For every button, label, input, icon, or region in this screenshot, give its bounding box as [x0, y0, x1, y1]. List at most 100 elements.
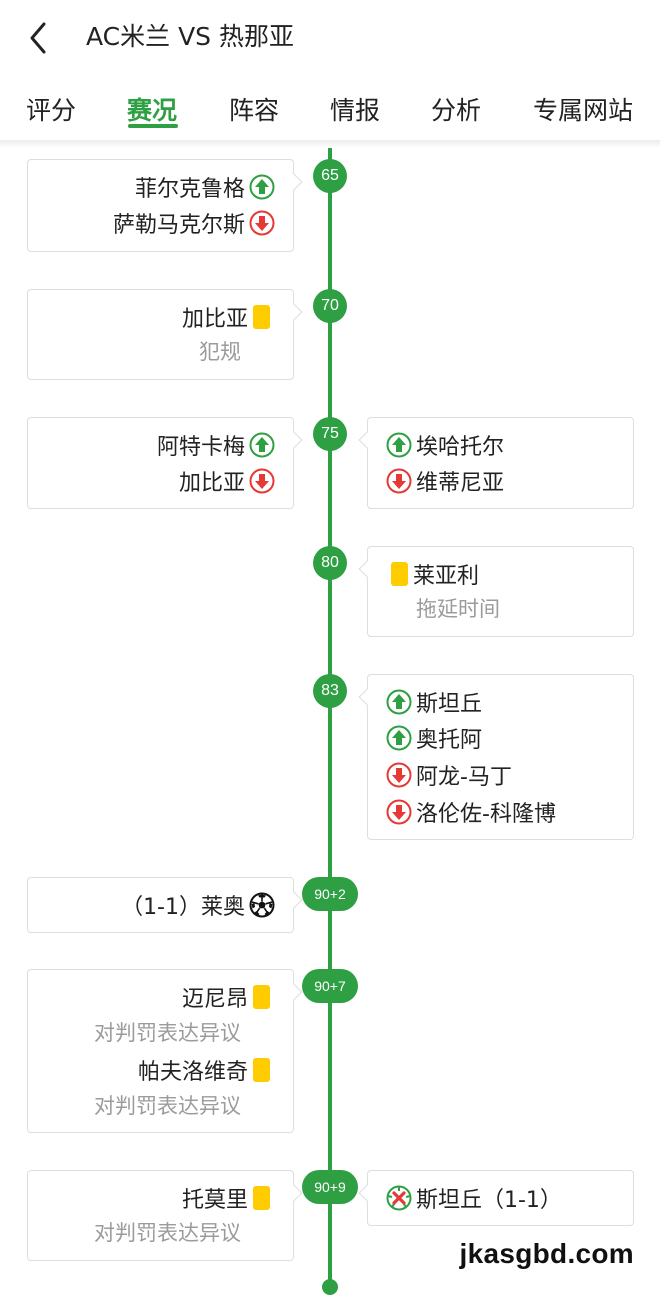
- player-name: 奥托阿: [416, 728, 483, 753]
- penalty-text: 斯坦丘（1-1）: [416, 1188, 562, 1213]
- timeline-line: [328, 148, 332, 1286]
- event-reason: 对判罚表达异议: [94, 1221, 241, 1245]
- event-row: （1-1）莱奥: [121, 888, 275, 922]
- sub-in-icon: [386, 725, 412, 751]
- goal-text: （1-1）莱奥: [121, 895, 245, 920]
- back-button[interactable]: [22, 18, 56, 58]
- event-row: 奥托阿: [386, 721, 482, 755]
- yellow-card-icon: [253, 985, 270, 1009]
- yellow-card-icon: [253, 1186, 270, 1210]
- missed-penalty-icon: [386, 1185, 412, 1211]
- event-reason: 犯规: [199, 340, 241, 364]
- event-reason: 对判罚表达异议: [94, 1094, 241, 1118]
- event-row: 阿特卡梅: [157, 428, 275, 462]
- card-pointer: [358, 688, 376, 706]
- sub-in-icon: [249, 174, 275, 200]
- watermark-text: jkasgbd.com: [459, 1238, 634, 1269]
- player-name: 帕夫洛维奇: [137, 1060, 248, 1085]
- event-row: 阿龙-马丁: [386, 758, 512, 792]
- minute-marker: 75: [313, 417, 347, 451]
- event-card-away: 莱亚利 拖延时间: [358, 546, 634, 637]
- card-pointer: [285, 983, 303, 1001]
- player-name: 加比亚: [178, 471, 245, 496]
- player-name: 埃哈托尔: [416, 435, 505, 460]
- tab-intel[interactable]: 情报: [330, 96, 381, 125]
- player-name: 托莫里: [181, 1188, 248, 1213]
- event-row: 菲尔克鲁格: [135, 170, 275, 204]
- tab-rating[interactable]: 评分: [26, 96, 77, 125]
- yellow-card-icon: [391, 562, 408, 586]
- top-bar: AC米兰 VS 热那亚: [0, 0, 660, 76]
- player-name: 萨勒马克尔斯: [112, 213, 245, 238]
- player-name: 阿龙-马丁: [416, 765, 512, 790]
- event-row: 埃哈托尔: [386, 428, 504, 462]
- card-pointer: [285, 303, 303, 321]
- tab-lineup[interactable]: 阵容: [229, 96, 280, 125]
- sub-in-icon: [386, 689, 412, 715]
- yellow-card-icon: [253, 305, 270, 329]
- player-name: 阿特卡梅: [156, 435, 245, 460]
- minute-marker: 65: [313, 159, 347, 193]
- sub-in-icon: [249, 432, 275, 458]
- sub-out-icon: [386, 799, 412, 825]
- event-card-home: 加比亚 犯规: [27, 289, 303, 380]
- card-pointer: [358, 560, 376, 578]
- card-pointer: [285, 891, 303, 909]
- sub-out-icon: [249, 468, 275, 494]
- tab-bar-shadow: [0, 140, 660, 148]
- player-name: 维蒂尼亚: [416, 471, 505, 496]
- player-name: 加比亚: [181, 307, 248, 332]
- event-card-away: 斯坦丘 奥托阿 阿龙-马丁 洛伦佐-科隆博: [358, 674, 634, 840]
- minute-marker: 90+7: [302, 969, 358, 1003]
- card-pointer: [285, 173, 303, 191]
- sub-out-icon: [249, 210, 275, 236]
- tab-analysis[interactable]: 分析: [431, 96, 482, 125]
- event-row: 加比亚: [179, 464, 275, 498]
- minute-marker: 90+2: [302, 877, 358, 911]
- event-card-away: 斯坦丘（1-1）: [358, 1170, 634, 1226]
- event-row: 斯坦丘（1-1）: [386, 1181, 562, 1215]
- minute-marker: 83: [313, 674, 347, 708]
- event-reason: 对判罚表达异议: [94, 1021, 241, 1045]
- card-pointer: [358, 1184, 376, 1202]
- card-pointer: [358, 431, 376, 449]
- sub-out-icon: [386, 762, 412, 788]
- tab-live[interactable]: 赛况: [127, 96, 178, 125]
- event-card-home: 托莫里 对判罚表达异议: [27, 1170, 303, 1261]
- minute-marker: 90+9: [302, 1170, 358, 1204]
- sub-in-icon: [386, 432, 412, 458]
- event-card-home: 菲尔克鲁格 萨勒马克尔斯: [27, 159, 303, 252]
- page-title: AC米兰 VS 热那亚: [86, 22, 294, 51]
- minute-marker: 70: [313, 289, 347, 323]
- event-row: 萨勒马克尔斯: [113, 206, 275, 240]
- event-row: 洛伦佐-科隆博: [386, 795, 556, 829]
- minute-marker: 80: [313, 546, 347, 580]
- event-row: 托莫里: [182, 1181, 275, 1215]
- tab-bar: 评分 赛况 阵容 情报 分析 专属网站: [0, 80, 660, 142]
- event-row: 迈尼昂: [182, 980, 275, 1014]
- event-reason: 拖延时间: [416, 597, 500, 621]
- event-row: 维蒂尼亚: [386, 464, 504, 498]
- event-row: 加比亚: [182, 300, 275, 334]
- card-pointer: [285, 1184, 303, 1202]
- active-tab-indicator: [128, 124, 178, 128]
- sub-out-icon: [386, 468, 412, 494]
- event-card-home: 迈尼昂 对判罚表达异议 帕夫洛维奇 对判罚表达异议: [27, 969, 303, 1133]
- timeline-end-dot: [322, 1279, 338, 1295]
- event-card-home: （1-1）莱奥: [27, 877, 303, 933]
- event-row: 莱亚利: [386, 557, 479, 591]
- card-pointer: [285, 431, 303, 449]
- event-row: 帕夫洛维奇: [138, 1053, 275, 1087]
- player-name: 斯坦丘: [416, 692, 483, 717]
- player-name: 菲尔克鲁格: [134, 177, 245, 202]
- player-name: 莱亚利: [413, 564, 480, 589]
- event-card-away: 埃哈托尔 维蒂尼亚: [358, 417, 634, 509]
- yellow-card-icon: [253, 1058, 270, 1082]
- player-name: 洛伦佐-科隆博: [416, 802, 556, 827]
- soccer-ball-icon: [249, 892, 275, 918]
- chevron-left-icon: [30, 22, 46, 54]
- tab-official-site[interactable]: 专属网站: [533, 96, 634, 125]
- event-card-home: 阿特卡梅 加比亚: [27, 417, 303, 509]
- player-name: 迈尼昂: [181, 987, 248, 1012]
- event-row: 斯坦丘: [386, 685, 482, 719]
